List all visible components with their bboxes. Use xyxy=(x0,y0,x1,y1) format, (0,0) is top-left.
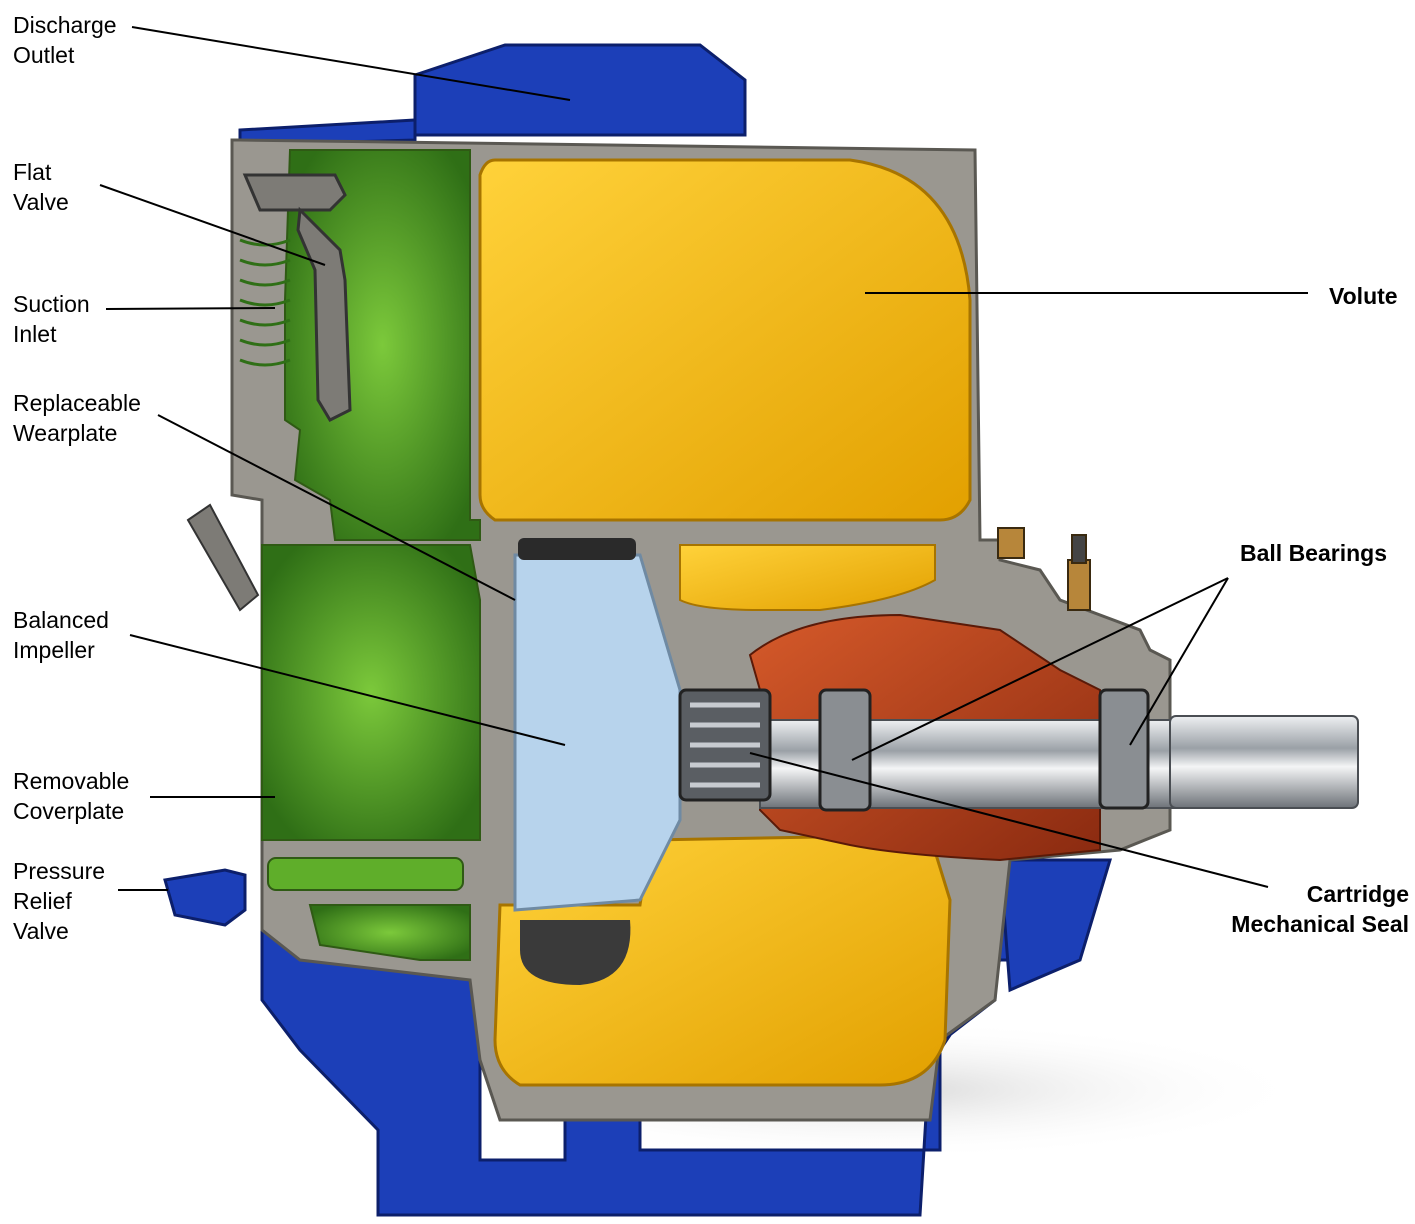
outer-ball-bearing xyxy=(1098,688,1150,810)
label-balanced-impeller: Balanced Impeller xyxy=(13,607,109,663)
label-volute: Volute xyxy=(1329,283,1398,309)
label-discharge-outlet: Discharge Outlet xyxy=(13,12,117,68)
label-removable-coverplate: Removable Coverplate xyxy=(13,768,130,824)
impeller-cap xyxy=(518,538,636,560)
leader-lines xyxy=(99,26,1308,891)
grease-fittings xyxy=(997,527,1091,611)
flat-valve xyxy=(242,173,352,422)
lower-green-chamber xyxy=(308,904,471,961)
vent-pipe xyxy=(186,503,260,612)
impeller-hub-shadow xyxy=(520,920,631,985)
label-flat-valve: Flat Valve xyxy=(13,159,69,215)
upper-small-chamber xyxy=(679,544,936,611)
shaft-end xyxy=(1169,715,1359,809)
label-ball-bearings: Ball Bearings xyxy=(1240,540,1387,566)
balanced-impeller xyxy=(513,553,682,912)
cartridge-mechanical-seal xyxy=(678,688,772,802)
label-suction-inlet: Suction Inlet xyxy=(13,291,90,347)
label-cartridge-mechanical-seal: Cartridge Mechanical Seal xyxy=(1231,881,1409,937)
lower-volute-chamber xyxy=(493,833,952,1087)
label-replaceable-wearplate: Replaceable Wearplate xyxy=(13,390,141,446)
inner-ball-bearing xyxy=(818,688,872,812)
suction-inlet-threads xyxy=(239,238,291,367)
green-drain-bar xyxy=(267,857,464,891)
label-pressure-relief-valve: Pressure Relief Valve xyxy=(13,858,106,944)
volute-chamber xyxy=(478,158,972,522)
coverplate-chamber xyxy=(261,544,481,841)
